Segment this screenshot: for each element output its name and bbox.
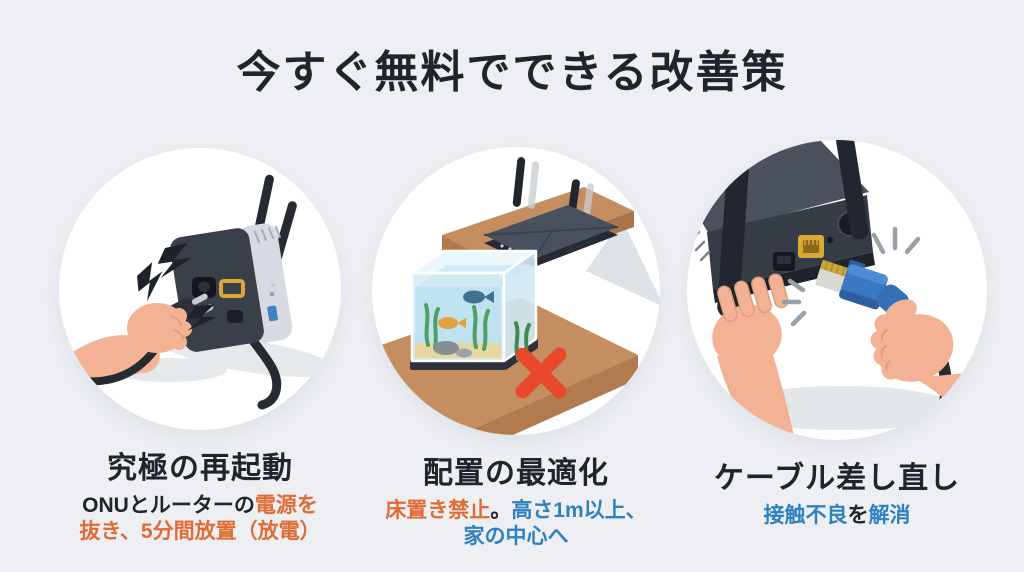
power-cable	[236, 319, 282, 410]
subtitle-line: ONUとルーターの電源を	[82, 494, 318, 517]
card-placement: 配置の最適化 床置き禁止。高さ1m以上、家の中心へ	[354, 147, 678, 550]
card-restart: 究極の再起動 ONUとルーターの電源を抜き、5分間放置（放電）	[38, 148, 362, 545]
subtitle-line: 抜き、5分間放置（放電）	[79, 520, 321, 543]
cable-circle	[687, 140, 987, 440]
rock	[433, 341, 459, 355]
card-cable: ケーブル差し直し 接触不良を解消	[672, 140, 1002, 529]
aquarium-icon	[410, 249, 538, 370]
ethernet-port-icon	[219, 279, 245, 298]
restart-circle	[59, 148, 341, 430]
wan-port-icon	[798, 235, 824, 258]
subtitle-line: 接触不良を解消	[763, 504, 911, 527]
power-port-icon	[192, 277, 216, 298]
card-subtitle: 床置き禁止。高さ1m以上、家の中心へ	[385, 498, 646, 550]
ethernet-port-icon	[773, 252, 795, 271]
card-heading: 究極の再起動	[107, 452, 293, 485]
page-title: 今すぐ無料でできる改善策	[236, 48, 788, 97]
card-heading: ケーブル差し直し	[713, 462, 961, 495]
card-heading: 配置の最適化	[423, 457, 609, 490]
replug-cable-illustration	[687, 140, 987, 440]
shadow	[586, 219, 660, 306]
antenna-icon	[717, 140, 869, 318]
unplug-power-illustration	[59, 174, 336, 410]
fish-icon	[438, 290, 494, 329]
router-placement-illustration	[372, 157, 660, 435]
lightning-bolt-icon	[137, 243, 217, 331]
fist	[127, 303, 192, 353]
placement-circle	[372, 147, 660, 435]
card-subtitle: 接触不良を解消	[764, 503, 911, 529]
rock	[456, 348, 472, 358]
red-x-icon	[515, 347, 567, 399]
motion-lines-icon	[781, 226, 921, 327]
hand-icon	[712, 273, 795, 440]
subtitle-line: 家の中心へ	[463, 525, 569, 548]
subtitle-line: 床置き禁止。高さ1m以上、	[385, 499, 647, 522]
card-subtitle: ONUとルーターの電源を抜き、5分間放置（放電）	[79, 493, 320, 545]
